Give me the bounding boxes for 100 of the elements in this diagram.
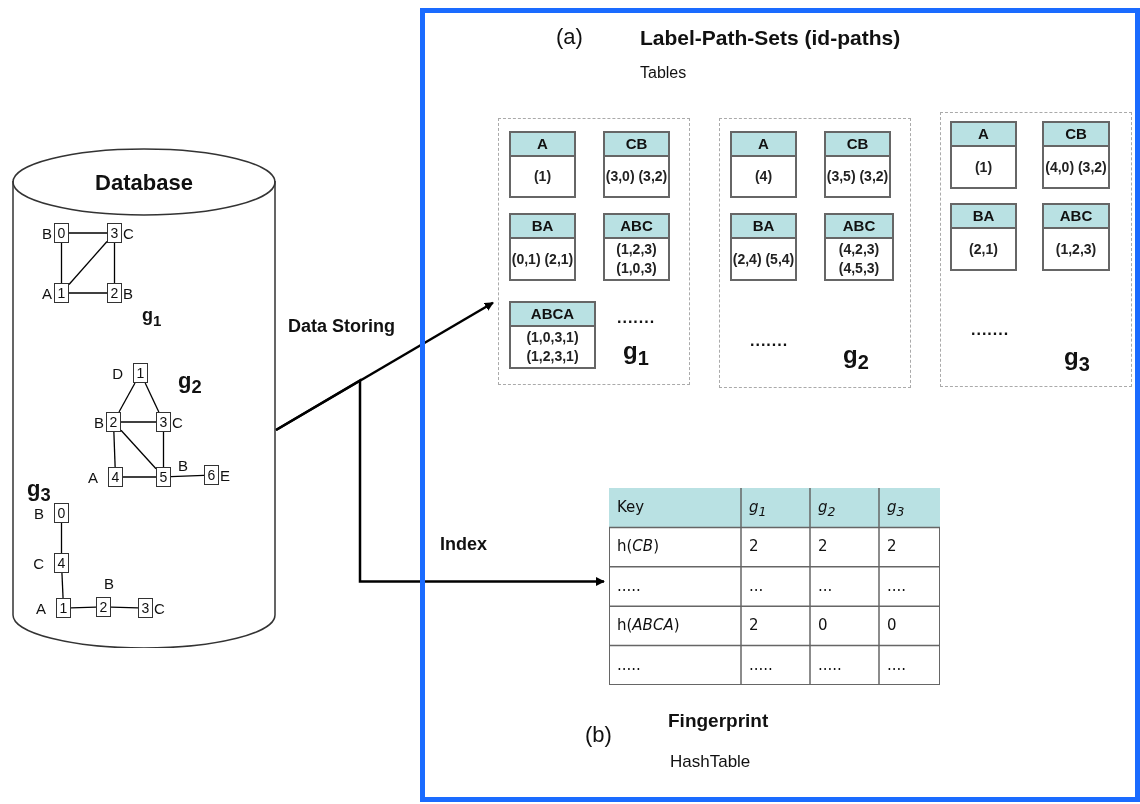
graph-label: g$_{1}$ — [623, 337, 649, 370]
path-label: ABC — [826, 215, 892, 239]
vertex-id: 3 — [159, 414, 168, 430]
vertex-label: A — [42, 286, 52, 301]
vertex-id: 0 — [57, 505, 66, 521]
path-table — [730, 131, 797, 198]
vertex-label: A — [88, 470, 98, 485]
count-value: .... — [887, 576, 907, 595]
vertex-label: A — [36, 601, 46, 616]
graph-edge — [118, 382, 136, 413]
id-path-list: (1) — [511, 157, 574, 196]
vertex-id: 0 — [57, 225, 66, 241]
vertex-label: B — [94, 415, 104, 430]
count-value: ... — [749, 576, 764, 595]
graph-edge — [68, 240, 108, 286]
id-path-list: (4) — [732, 157, 795, 196]
vertex-label: B — [42, 226, 52, 241]
path-label: CB — [1044, 123, 1108, 147]
vertex-id: 3 — [141, 600, 150, 616]
count-value: ..... — [818, 655, 842, 674]
graph-label: g$_{2}$ — [178, 368, 202, 399]
id-path-list: (3,0) (3,2) — [605, 157, 668, 196]
hash-table — [609, 488, 940, 685]
path-table — [824, 131, 891, 198]
graph-group-box — [719, 118, 911, 388]
vertex-id: 1 — [59, 600, 68, 616]
vertex-id: 3 — [110, 225, 119, 241]
id-path-list: (2,1) — [952, 229, 1015, 269]
graph-edge — [68, 232, 108, 234]
graph-label: g$_{3}$ — [27, 476, 51, 507]
vertex-label: C — [123, 226, 134, 241]
count-value: 0 — [887, 616, 897, 635]
edge-label: Data Storing — [286, 316, 397, 337]
count-value: 2 — [887, 537, 897, 556]
column-header: g$_{3}$ — [887, 498, 905, 519]
vertex-id: 4 — [111, 469, 120, 485]
section-marker: (a) — [556, 24, 583, 50]
path-label: A — [952, 123, 1015, 147]
vertex-id: 2 — [110, 285, 119, 301]
vertex-id: 2 — [99, 599, 108, 615]
vertex-label: B — [34, 506, 44, 521]
path-label: A — [511, 133, 574, 157]
path-table — [950, 203, 1017, 271]
id-path-list: (1,0,3,1) (1,2,3,1) — [511, 327, 594, 367]
graph-edge — [120, 429, 157, 470]
vertex-id: 1 — [136, 365, 145, 381]
vertex-label: B — [123, 286, 133, 301]
path-table — [509, 131, 576, 198]
count-value: ... — [818, 576, 833, 595]
vertex-id: 6 — [207, 467, 216, 483]
database-cylinder — [12, 148, 276, 648]
section-subtitle: HashTable — [670, 752, 751, 772]
id-path-list: (4,0) (3,2) — [1044, 147, 1108, 187]
graph-edge — [68, 292, 108, 294]
graph-edge — [122, 476, 157, 478]
path-label: ABC — [605, 215, 668, 239]
id-path-list: (1,2,3) — [1044, 229, 1108, 269]
graph-group-box — [940, 112, 1132, 387]
vertex-id: 4 — [57, 555, 66, 571]
vertex-label: E — [220, 468, 230, 483]
id-path-list: (0,1) (2,1) — [511, 239, 574, 279]
column-header: Key — [617, 498, 645, 516]
graph-edge — [60, 522, 63, 554]
graph-label: g$_{2}$ — [843, 341, 869, 374]
vertex-label: C — [33, 556, 44, 571]
path-label: BA — [732, 215, 795, 239]
vertex-id: 5 — [159, 469, 168, 485]
row-key: ..... — [617, 655, 641, 674]
vertex-label: D — [112, 366, 123, 381]
id-path-list: (4,2,3) (4,5,3) — [826, 239, 892, 279]
graph-edge — [144, 382, 160, 413]
path-label: A — [732, 133, 795, 157]
section-marker: (b) — [585, 722, 612, 748]
section-title: Label-Path-Sets (id-paths) — [640, 26, 901, 50]
path-label: BA — [511, 215, 574, 239]
vertex-label: B — [178, 458, 188, 473]
graph-edge — [110, 606, 139, 609]
path-label: ABCA — [511, 303, 594, 327]
path-table — [1042, 121, 1110, 189]
count-value: 2 — [749, 616, 759, 635]
graph-edge — [70, 606, 97, 609]
path-table — [603, 213, 670, 281]
path-table — [509, 301, 596, 369]
row-key: h(CB) — [617, 537, 659, 556]
graph-edge — [61, 572, 64, 599]
path-label: ABC — [1044, 205, 1108, 229]
id-path-list: (2,4) (5,4) — [732, 239, 795, 279]
ellipsis: ....... — [617, 309, 656, 327]
path-table — [509, 213, 576, 281]
path-table — [824, 213, 894, 281]
graph-edge — [60, 242, 63, 284]
path-table — [603, 131, 670, 198]
id-path-list: (3,5) (3,2) — [826, 157, 889, 196]
row-key: ..... — [617, 576, 641, 595]
path-table — [950, 121, 1017, 189]
cylinder-title: Database — [94, 170, 194, 196]
path-label: CB — [826, 133, 889, 157]
path-label: CB — [605, 133, 668, 157]
panel-frame — [420, 8, 1140, 802]
vertex-label: B — [104, 576, 114, 591]
